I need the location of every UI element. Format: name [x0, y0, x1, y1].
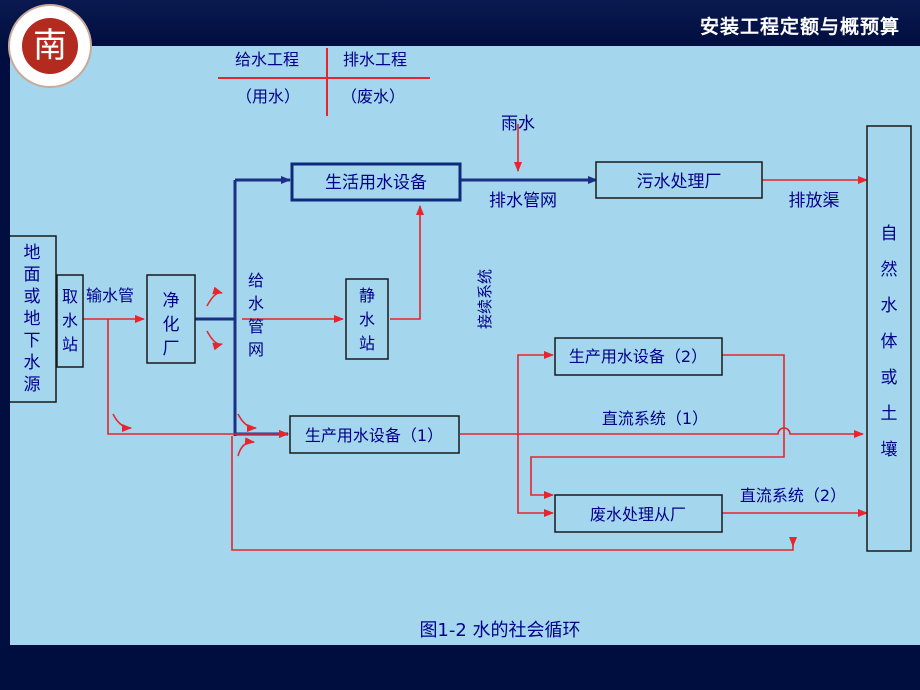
nature-box	[866, 125, 912, 552]
source-box	[7, 235, 57, 403]
title-bar: 安装工程定额与概预算	[0, 0, 920, 46]
header-title: 安装工程定额与概预算	[699, 16, 900, 38]
legend-supply: 给水工程	[235, 50, 299, 69]
direct2-label: 直流系统（2）	[740, 486, 846, 505]
purify-label: 净化厂	[162, 291, 180, 359]
waste-plant-box	[554, 494, 723, 533]
discharge-label: 排放渠	[789, 191, 840, 211]
prod2-box	[554, 337, 723, 376]
legend-use: （用水）	[236, 87, 300, 106]
sewage-plant-label: 污水处理厂	[637, 172, 722, 192]
legend-waste: （废水）	[341, 87, 405, 106]
legend-drain: 排水工程	[343, 50, 407, 69]
diagram-canvas: 给水工程 排水工程 （用水） （废水）	[7, 46, 920, 645]
series-system-label: 接续系统	[476, 269, 494, 329]
legend: 给水工程 排水工程 （用水） （废水）	[218, 48, 430, 116]
nature-label: 自然水体或土壤	[880, 224, 898, 460]
prod1-label: 生产用水设备（1）	[305, 426, 443, 445]
direct1-label: 直流系统（1）	[602, 409, 708, 428]
logo-emblem: 南	[22, 18, 78, 74]
diagram-boxes	[7, 125, 912, 552]
purify-box	[146, 274, 196, 364]
supply-net-label: 给水管网	[247, 271, 264, 359]
pipe-in-label: 输水管	[86, 286, 134, 305]
bottom-bar	[0, 645, 920, 690]
drain-net-label: 排水管网	[489, 191, 557, 211]
university-logo: 南	[8, 4, 92, 88]
prod1-box	[289, 415, 460, 454]
rain-label: 雨水	[501, 114, 535, 134]
domestic-label: 生活用水设备	[325, 173, 427, 193]
static-station-label: 静水站	[358, 286, 375, 353]
sewage-plant-box	[595, 161, 763, 199]
domestic-box	[290, 162, 462, 202]
intake-label: 取水站	[61, 287, 78, 354]
waste-plant-label: 废水处理从厂	[590, 505, 686, 524]
flow-hooks	[112, 286, 257, 457]
source-label: 地面或地下水源	[23, 243, 41, 395]
prod2-label: 生产用水设备（2）	[569, 347, 707, 366]
intake-box	[56, 274, 84, 368]
flow-lines	[83, 124, 868, 551]
static-station-box	[345, 278, 389, 360]
figure-caption: 图1-2 水的社会循环	[419, 620, 580, 641]
